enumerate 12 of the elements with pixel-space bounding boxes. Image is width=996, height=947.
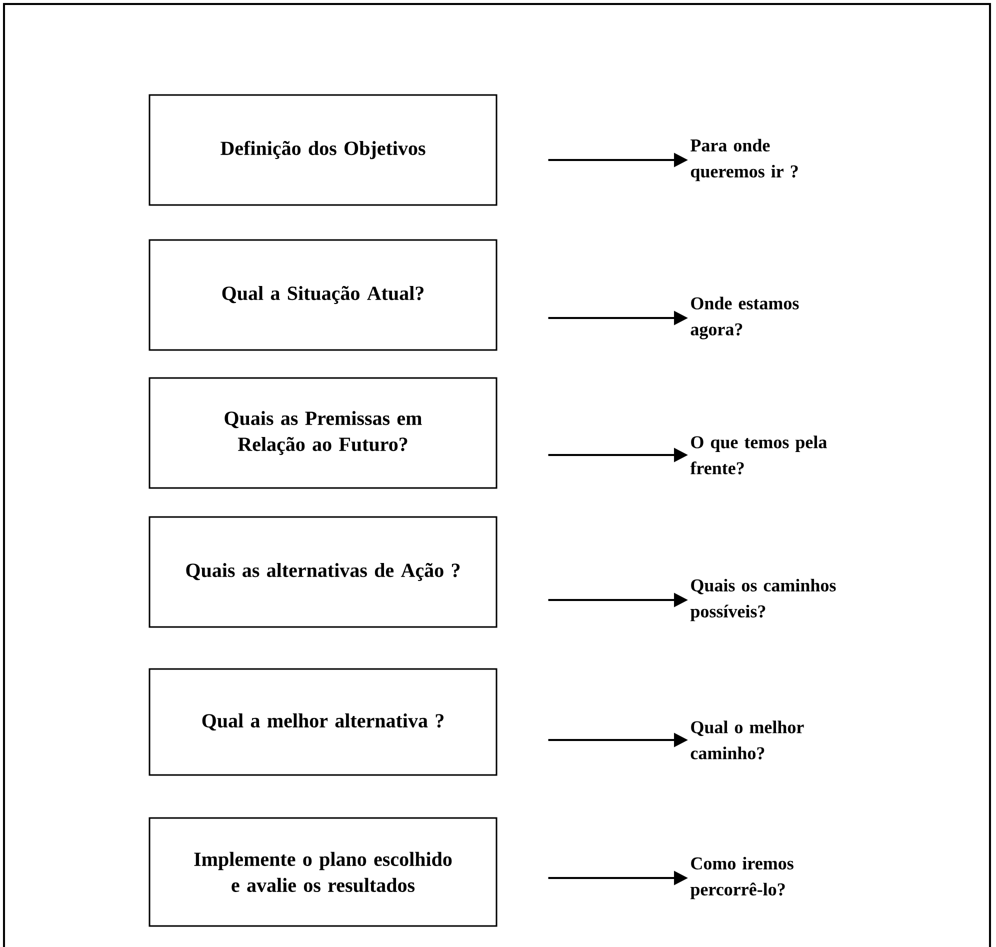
answer-text: Quais os caminhos possíveis? xyxy=(690,578,836,622)
process-box: Qual a Situação Atual? xyxy=(148,239,498,351)
process-box: Definição dos Objetivos xyxy=(148,94,498,206)
answer-text: Para onde queremos ir ? xyxy=(690,138,798,182)
process-box: Qual a melhor alternativa ? xyxy=(148,668,498,776)
answer-text: Qual o melhor caminho? xyxy=(690,720,804,760)
answer-text: Onde estamos agora? xyxy=(690,296,799,340)
answer-text: Como iremos percorrê-lo? xyxy=(690,856,794,900)
process-box: Quais as Premissas em Relação ao Futuro? xyxy=(148,377,498,489)
process-box: Quais as alternativas de Ação ? xyxy=(148,516,498,628)
process-box: Implemente o plano escolhido e avalie os resultados xyxy=(148,817,498,927)
answer-text: O que temos pela frente? xyxy=(690,436,827,474)
